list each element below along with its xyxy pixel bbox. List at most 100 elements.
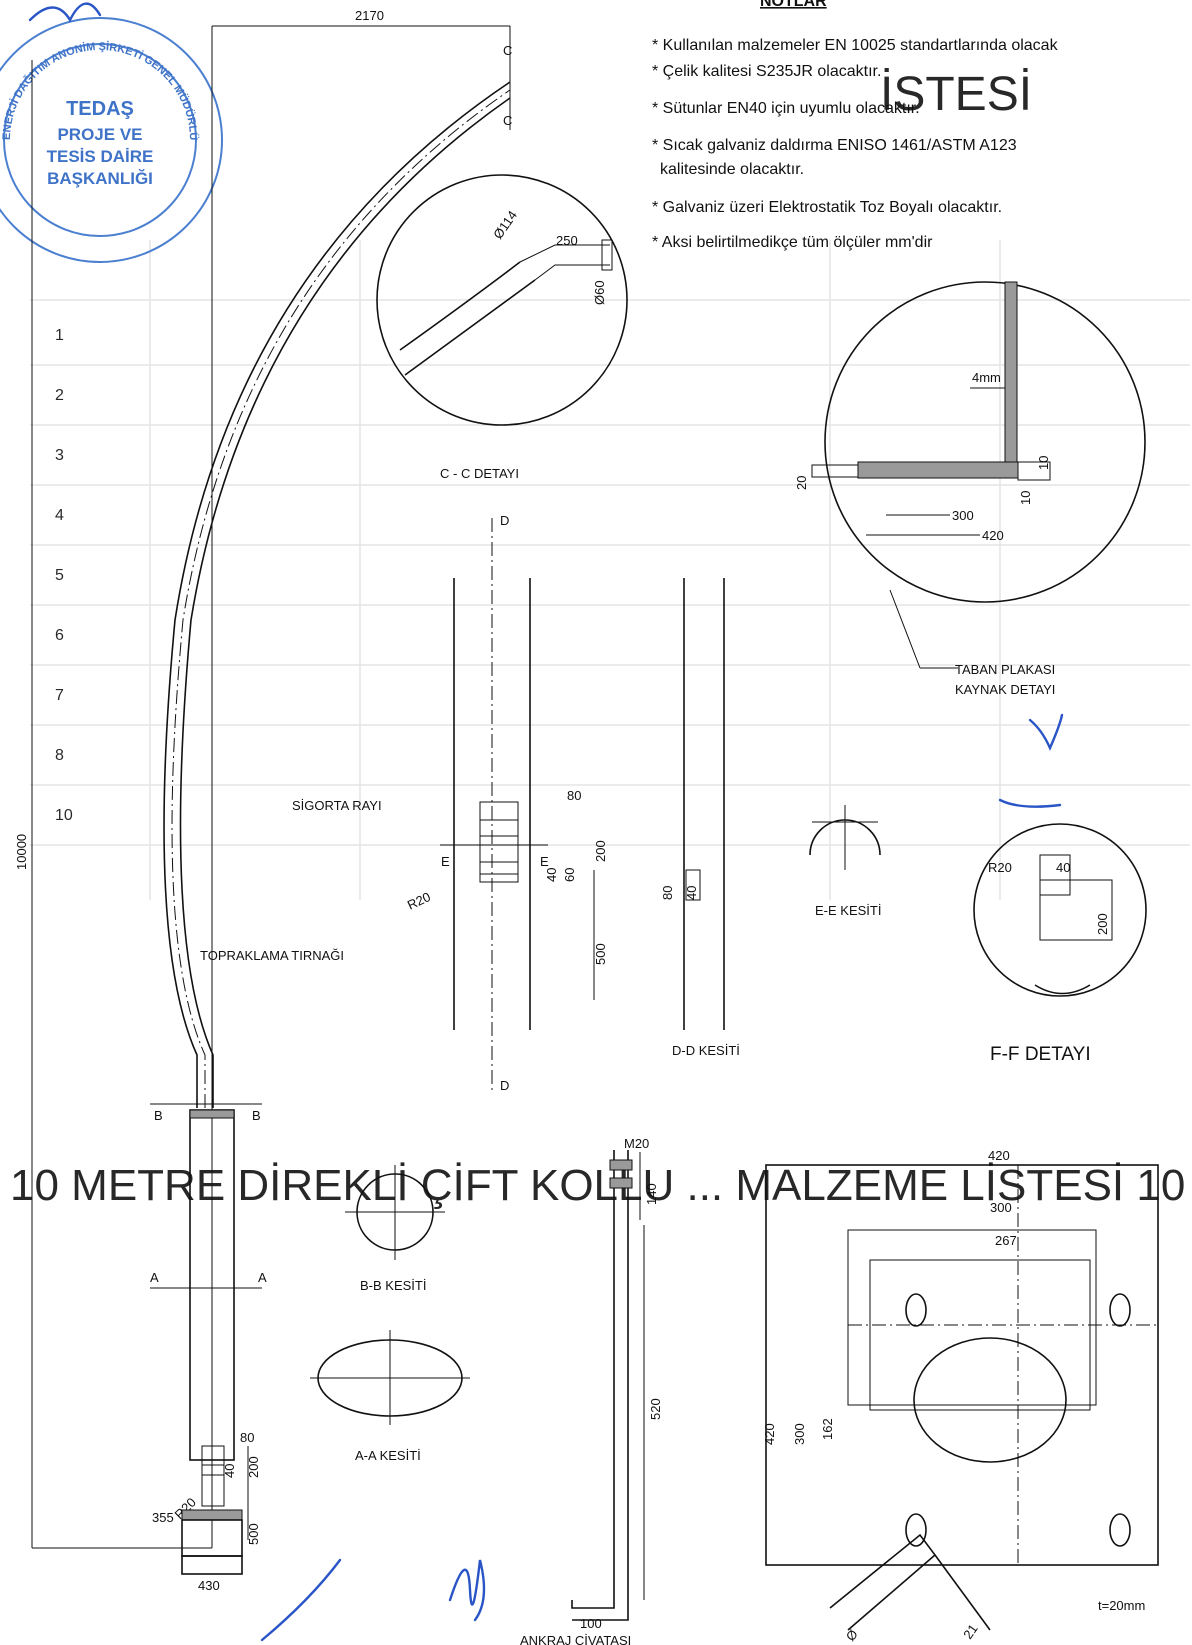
dim-weld-10a: 10 (1036, 456, 1051, 470)
dim-cc-dia-side: Ø60 (592, 280, 607, 305)
bolt-size-label: M20 (624, 1136, 649, 1151)
detail-aa: A-A KESİTİ (310, 1330, 470, 1463)
dim-plate-267: 267 (995, 1233, 1017, 1248)
stamp-line-1: TEDAŞ (66, 98, 134, 120)
dim-arm-length: 2170 (355, 8, 384, 23)
label-section-aa: A-A KESİTİ (355, 1448, 421, 1463)
notes-heading: NOTLAR (760, 0, 827, 10)
dim-weld-300: 300 (952, 508, 974, 523)
ghost-row-7: 7 (55, 687, 64, 704)
ghost-row-8: 8 (55, 747, 64, 764)
dim-weld-10b: 10 (1018, 491, 1033, 505)
detail-ee: E-E KESİTİ (809, 805, 881, 918)
dim-door-r20: R20 (405, 889, 433, 913)
dim-dd-40: 40 (684, 886, 699, 900)
dim-pole-355: 355 (152, 1510, 174, 1525)
dim-dd-80: 80 (660, 886, 675, 900)
label-plate-thickness: t=20mm (1098, 1598, 1145, 1613)
dim-door-80: 80 (567, 788, 581, 803)
ghost-row-6: 6 (55, 627, 64, 644)
note-item-1: * Kullanılan malzemeler EN 10025 standar… (652, 37, 1059, 54)
dim-weld-420: 420 (982, 528, 1004, 543)
signature-mark-bottom-2 (448, 1559, 486, 1622)
bolt-symbol-1: Ø (843, 1627, 861, 1644)
dim-weld-20: 20 (794, 476, 809, 490)
ghost-row-2: 2 (55, 387, 64, 404)
dim-door-60: 60 (562, 868, 577, 882)
note-item-2: * Çelik kalitesi S235JR olacaktır. (652, 63, 881, 80)
dim-bolt-140: 140 (644, 1183, 659, 1205)
dim-ff-r20: R20 (988, 860, 1012, 875)
dim-plate-420-top: 420 (988, 1148, 1010, 1163)
stamp-line-3: TESİS DAİRE (47, 147, 154, 166)
letter-e-right: E (540, 854, 549, 869)
label-earthing-tab: TOPRAKLAMA TIRNAĞI (200, 948, 344, 963)
ghost-row-4: 4 (55, 507, 64, 524)
ghost-row-1: 1 (55, 327, 64, 344)
note-item-6: * Galvaniz üzeri Elektrostatik Toz Boyal… (652, 199, 1002, 216)
note-item-7: * Aksi belirtilmedikçe tüm ölçüler mm'di… (652, 234, 933, 251)
label-anchor-bolt: ANKRAJ CİVATASI (520, 1633, 631, 1645)
letter-c-top: C (503, 43, 512, 58)
dim-bolt-100: 100 (580, 1616, 602, 1631)
note-item-5: kalitesinde olacaktır. (660, 161, 804, 178)
detail-ff: 40 R20 200 F-F DETAYI (973, 823, 1147, 1065)
dim-door-40: 40 (544, 868, 559, 882)
bolt-symbol-2: 21 (960, 1621, 981, 1641)
tedas-stamp: ENERJİ DAĞITIM ANONİM ŞİRKETİ GENEL MÜDÜ… (0, 0, 223, 263)
ghost-title-top: İSTESİ (880, 68, 1032, 121)
dim-pole-500: 500 (246, 1523, 261, 1545)
dim-plate-420-side: 420 (762, 1423, 777, 1445)
detail-base-plate-weld: 4mm 10 10 20 300 420 TABAN PLAKASI KAYNA… (794, 281, 1146, 697)
letter-e-left: E (441, 854, 450, 869)
dim-cc-dia-top: Ø114 (490, 208, 520, 242)
letter-a-right: A (258, 1270, 267, 1285)
detail-bb: B-B KESİTİ (345, 1165, 445, 1293)
ghost-title-bottom: 10 METRE DİREKLİ ÇİFT KOLLU ... MALZEME … (10, 1161, 1185, 1210)
dim-plate-300-top: 300 (990, 1200, 1012, 1215)
signature-mark-ff (998, 798, 1062, 808)
ghost-row-3: 3 (55, 447, 64, 464)
signature-mark-top (28, 2, 102, 23)
label-section-dd: D-D KESİTİ (672, 1043, 740, 1058)
dim-weld-4mm: 4mm (972, 370, 1001, 385)
letter-d-bottom: D (500, 1078, 509, 1093)
dim-ff-40: 40 (1056, 860, 1070, 875)
label-fuse-rail: SİGORTA RAYI (292, 798, 382, 813)
note-item-3: * Sütunlar EN40 için uyumlu olacaktır. (652, 100, 920, 117)
label-section-ff: F-F DETAYI (990, 1044, 1091, 1065)
letter-a-left: A (150, 1270, 159, 1285)
stamp-line-4: BAŞKANLIĞI (47, 169, 153, 188)
dim-cc-len: 250 (556, 233, 578, 248)
dim-pole-base: 430 (198, 1578, 220, 1593)
ghost-row-10: 10 (55, 807, 73, 824)
background-table-ghost: İSTESİ 10 METRE DİREKLİ ÇİFT KOLLU ... M… (10, 68, 1190, 1210)
letter-d-top: D (500, 513, 509, 528)
label-section-cc: C - C DETAYI (440, 466, 519, 481)
notes-block: NOTLAR * Kullanılan malzemeler EN 10025 … (652, 0, 1059, 251)
letter-b-right: B (252, 1108, 261, 1123)
detail-cc: Ø114 250 Ø60 C - C DETAYI (376, 174, 628, 481)
pole-elevation: 2170 C C 10000 B B A A 80 40 200 355 R20… (14, 8, 512, 1593)
dim-ff-200: 200 (1095, 913, 1110, 935)
dim-bolt-520: 520 (648, 1398, 663, 1420)
ghost-row-5: 5 (55, 567, 64, 584)
dim-plate-162: 162 (820, 1418, 835, 1440)
dim-pole-80: 80 (240, 1430, 254, 1445)
letter-c-bottom: C (503, 113, 512, 128)
dim-plate-300-side: 300 (792, 1423, 807, 1445)
detail-anchor-bolt: M20 140 520 100 ANKRAJ CİVATASI (520, 1136, 663, 1645)
dim-pole-200: 200 (246, 1456, 261, 1478)
letter-b-left: B (154, 1108, 163, 1123)
dim-door-200: 200 (593, 840, 608, 862)
dim-pole-40: 40 (222, 1464, 237, 1478)
detail-door-dd: D D 80 200 40 60 500 R20 E E 80 40 D-D K… (405, 513, 740, 1093)
label-base-plate-weld-2: KAYNAK DETAYI (955, 682, 1055, 697)
dim-pole-height: 10000 (14, 834, 29, 870)
detail-base-plate: 420 300 267 420 300 162 Ø 21 t=20mm (762, 1148, 1159, 1644)
label-base-plate-weld-1: TABAN PLAKASI (955, 662, 1055, 677)
stamp-line-2: PROJE VE (57, 125, 142, 144)
dim-door-500: 500 (593, 943, 608, 965)
label-section-bb: B-B KESİTİ (360, 1278, 426, 1293)
